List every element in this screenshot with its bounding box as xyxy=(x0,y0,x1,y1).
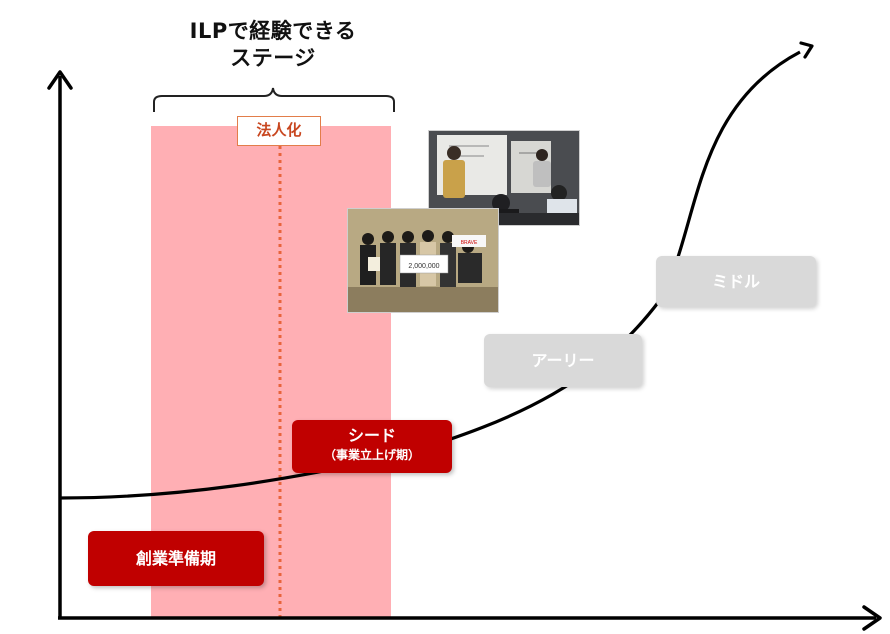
growth-curve xyxy=(59,50,801,500)
stage-seed-label: シード xyxy=(347,426,396,445)
prize-check xyxy=(399,254,449,274)
check-amount-text: 2,000,000 xyxy=(408,263,439,270)
title-line-2: ステージ xyxy=(230,46,316,70)
award-photo: 2,000,000 BRAVE xyxy=(347,208,499,313)
meeting-photo xyxy=(428,130,580,226)
page-title: ILPで経験できる ステージ xyxy=(168,18,378,72)
stage-founding-box: 創業準備期 xyxy=(88,531,264,586)
title-line-1: ILPで経験できる xyxy=(189,19,357,43)
stage-bracket xyxy=(153,87,395,112)
incorporation-label: 法人化 xyxy=(237,116,321,146)
stage-seed-box: シード （事業立上げ期） xyxy=(292,420,452,473)
meeting-photo-illustration xyxy=(429,131,579,225)
growth-curve-arrowhead xyxy=(799,41,814,59)
x-axis-arrowhead xyxy=(862,605,882,631)
stage-middle-box: ミドル xyxy=(656,256,816,307)
sponsor-logo-text: BRAVE xyxy=(461,240,478,246)
award-photo-illustration: 2,000,000 BRAVE xyxy=(348,209,498,312)
y-axis-arrowhead xyxy=(47,70,73,90)
stage-seed-sublabel: （事業立上げ期） xyxy=(323,448,420,462)
stage-early-box: アーリー xyxy=(484,334,642,387)
